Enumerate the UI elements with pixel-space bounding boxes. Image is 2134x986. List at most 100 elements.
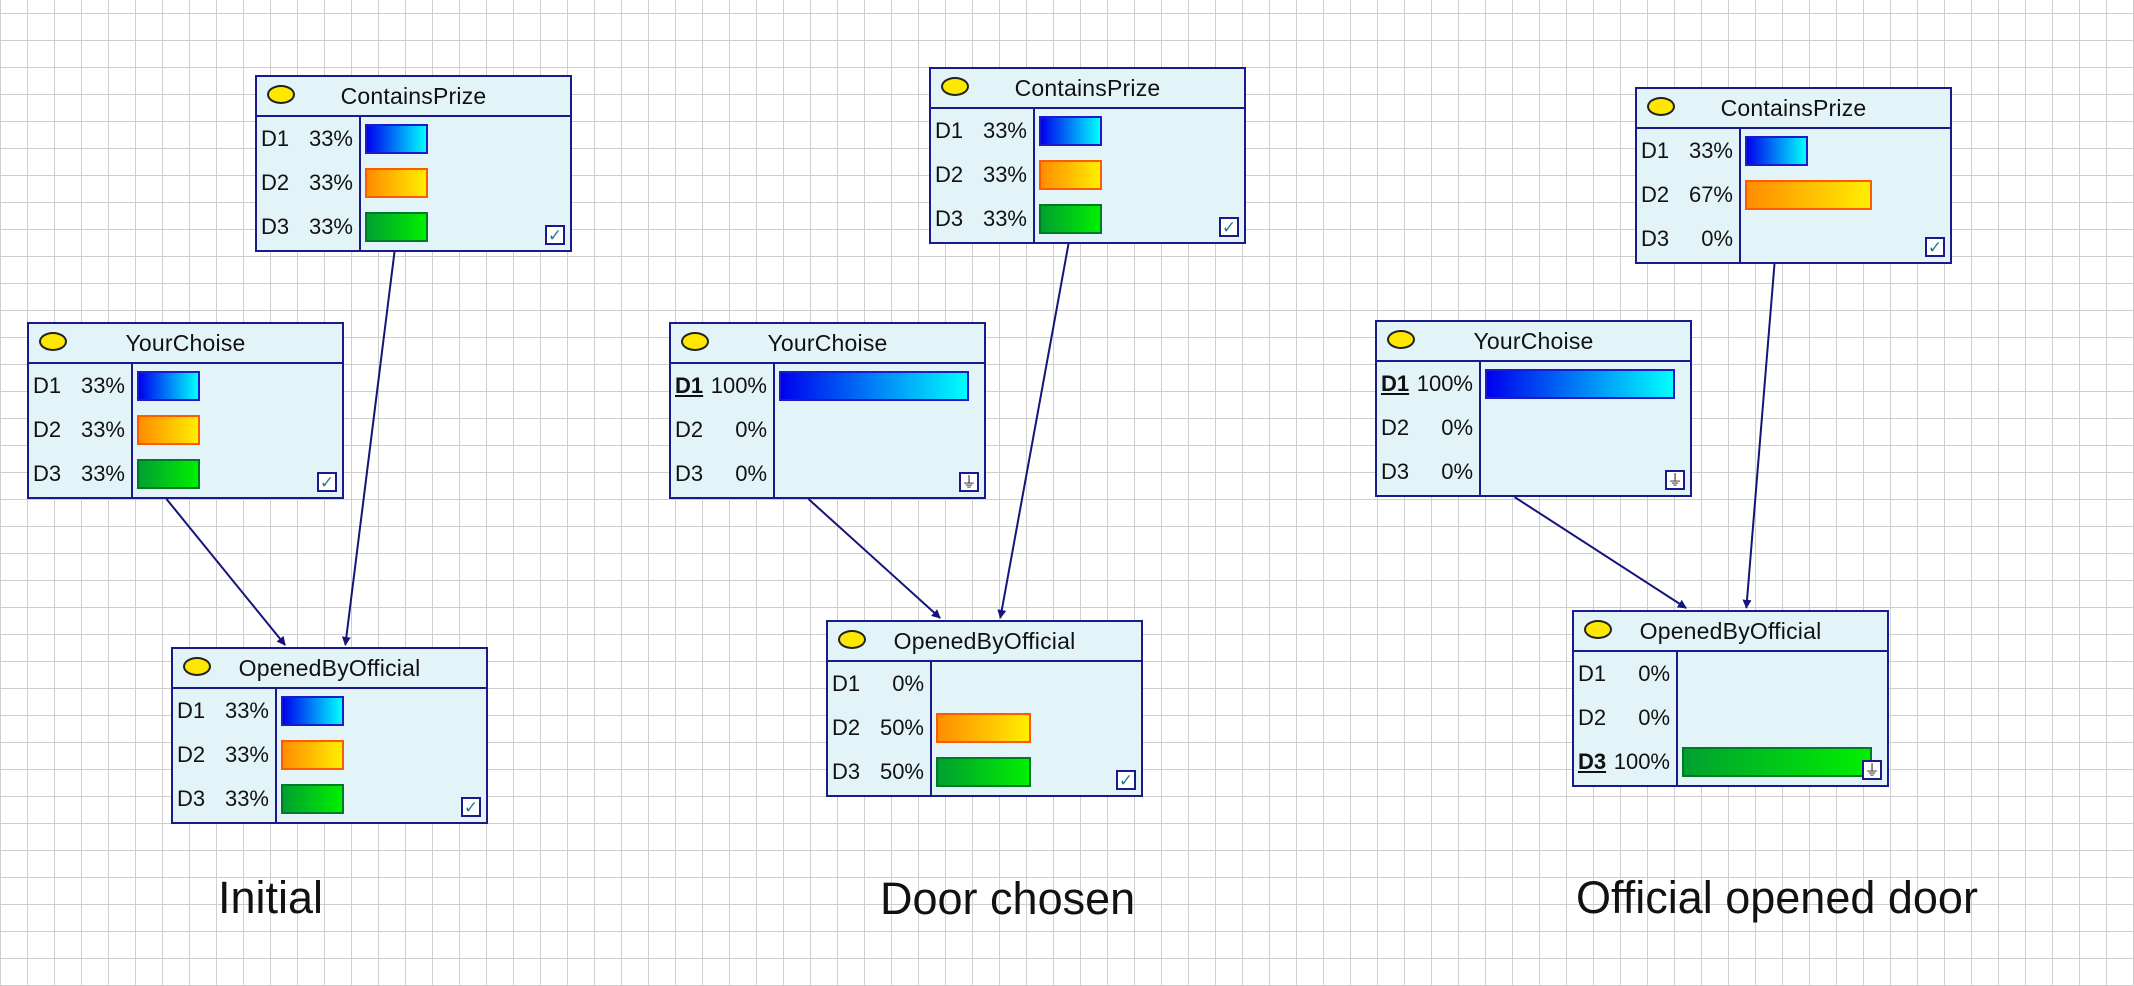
state-row[interactable]: D2 0%: [671, 408, 984, 452]
state-name: D1: [33, 373, 62, 398]
node-divider: [131, 364, 133, 497]
edge-contains-to-opened: [341, 251, 396, 646]
node-title: YourChoise: [1473, 327, 1594, 354]
ground-icon[interactable]: ⏚: [1665, 470, 1685, 490]
probability-bar: [365, 168, 428, 198]
state-name: D1: [177, 698, 206, 723]
state-percent: 33%: [308, 170, 353, 195]
node-oval-icon: [941, 77, 969, 96]
probability-bar: [1745, 180, 1872, 210]
state-name: D2: [832, 715, 861, 740]
node-header: ContainsPrize: [931, 69, 1244, 109]
state-percent: 33%: [1688, 138, 1733, 163]
state-name: D2: [675, 417, 704, 442]
probability-bar: [779, 371, 969, 401]
check-icon[interactable]: ✓: [1116, 770, 1136, 790]
node-title: YourChoise: [125, 329, 246, 356]
panel-caption: Initial: [218, 872, 324, 923]
ground-icon[interactable]: ⏚: [1862, 760, 1882, 780]
check-icon[interactable]: ✓: [317, 472, 337, 492]
edge-choice-to-opened: [807, 498, 941, 619]
state-percent: 33%: [982, 118, 1027, 143]
probability-bar: [137, 371, 200, 401]
check-icon[interactable]: ✓: [545, 225, 565, 245]
edge-choice-to-opened: [1513, 496, 1687, 609]
node-header: YourChoise: [671, 324, 984, 364]
node-divider: [359, 117, 361, 250]
node-divider: [773, 364, 775, 497]
probability-bar: [281, 784, 344, 814]
node-oval-icon: [681, 332, 709, 351]
ground-icon[interactable]: ⏚: [959, 472, 979, 492]
node-oval-icon: [267, 85, 295, 104]
state-percent: 33%: [308, 126, 353, 151]
state-percent: 0%: [735, 417, 767, 442]
state-name: D3: [935, 206, 964, 231]
state-name: D2: [935, 162, 964, 187]
state-name: D3: [1578, 749, 1607, 774]
probability-bar: [137, 459, 200, 489]
state-percent: 0%: [1701, 226, 1733, 251]
check-icon[interactable]: ✓: [1925, 237, 1945, 257]
edge-choice-to-opened: [165, 498, 286, 646]
node-divider: [1739, 129, 1741, 262]
check-icon[interactable]: ✓: [1219, 217, 1239, 237]
node-title: ContainsPrize: [1014, 74, 1161, 101]
state-percent: 67%: [1688, 182, 1733, 207]
node-oval-icon: [39, 332, 67, 351]
probability-bar: [936, 713, 1031, 743]
probability-bar: [365, 212, 428, 242]
state-percent: 0%: [1441, 415, 1473, 440]
probability-bar: [1682, 747, 1872, 777]
check-icon[interactable]: ✓: [461, 797, 481, 817]
node-title: YourChoise: [767, 329, 888, 356]
